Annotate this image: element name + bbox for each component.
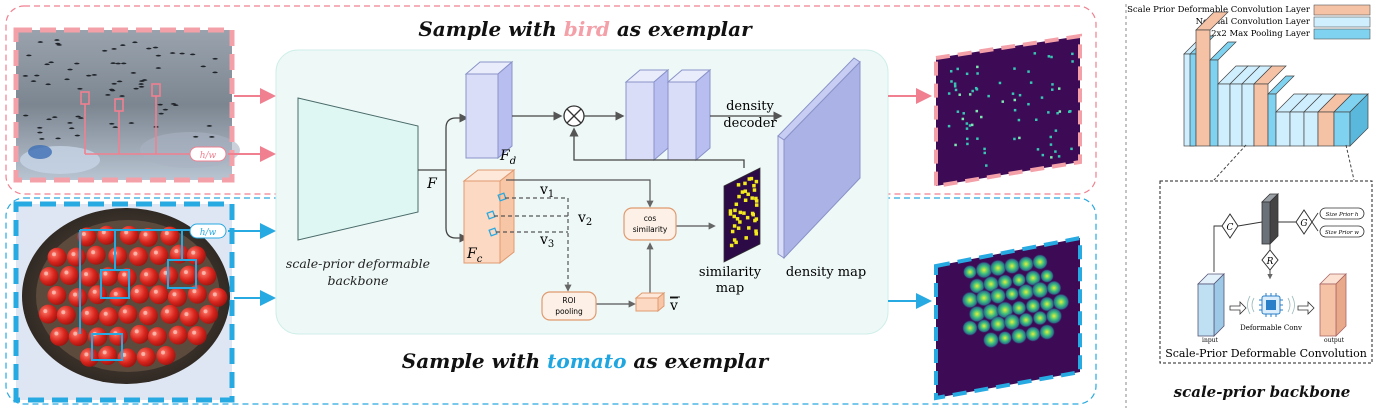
bird-sample-frame: [5, 5, 1097, 195]
inset-deform-label: Deformable Conv: [1240, 324, 1302, 332]
backbone-layer-stack: [1183, 11, 1369, 147]
inset-G: G: [1300, 219, 1307, 229]
feature-F-label: F: [426, 176, 438, 192]
inset-R: R: [1266, 257, 1274, 267]
decoder-block-1: [624, 68, 670, 162]
density-map-label: density map: [786, 265, 866, 280]
similarity-map-label-1: similarity: [699, 265, 762, 280]
inset-input-label: input: [1202, 337, 1218, 344]
side-caption: scale-prior backbone: [1174, 383, 1351, 401]
tomato-image: h/w: [13, 201, 235, 403]
inset-title: Scale-Prior Deformable Convolution: [1165, 347, 1367, 360]
legend-swatch-1: [1313, 4, 1371, 16]
feature-branch-lines: [418, 113, 469, 243]
roi-label-2: pooling: [555, 307, 583, 316]
bird-density-output: [934, 33, 1082, 189]
density-decoder-label-1: density: [726, 99, 774, 114]
cos-similarity-box: [623, 207, 677, 241]
scale-prior-deformable-inset: C G R Size Prior h Size Prior w input: [1159, 180, 1373, 364]
multiply-node: [563, 105, 585, 127]
tomato-hw-label: h/w: [200, 228, 217, 238]
top-title: Sample with bird as exemplar: [418, 17, 753, 41]
legend-label-3: 2x2 Max Pooling Layer: [1211, 29, 1311, 39]
density-decoder-label-2: decoder: [723, 116, 777, 131]
vbar-cube: [634, 291, 666, 313]
decoder-block-2: [666, 68, 712, 162]
vbar-label: v: [669, 298, 678, 314]
similarity-map-label-2: map: [716, 281, 744, 296]
inset-C: C: [1227, 223, 1234, 233]
tomato-density-output: [934, 235, 1082, 401]
inset-connector-left: [1213, 144, 1247, 181]
backbone-label-1: scale-prior deformable: [286, 256, 430, 271]
cos-label-1: cos: [644, 214, 657, 223]
v3-label: v3: [539, 232, 554, 250]
bottom-title: Sample with tomato as exemplar: [402, 349, 770, 373]
inset-size-h: Size Prior h: [1326, 212, 1359, 218]
legend-label-2: Normal Convolution Layer: [1196, 17, 1311, 27]
legend-swatch-3: [1313, 28, 1371, 40]
roi-label-1: ROI: [562, 296, 575, 305]
cos-label-2: similarity: [633, 225, 668, 234]
inset-output-label: output: [1324, 337, 1345, 344]
legend-label-1: Scale Prior Deformable Convolution Layer: [1127, 5, 1311, 15]
Fc-block: [462, 168, 516, 265]
model-panel: [275, 49, 889, 335]
prototype-lines: [494, 179, 716, 308]
bird-hw-label: h/w: [200, 151, 217, 161]
inset-size-w: Size Prior w: [1325, 230, 1359, 236]
similarity-feedback-line: [569, 127, 745, 168]
similarity-map: [723, 167, 761, 263]
Fd-block: [464, 60, 514, 160]
Fd-label: Fd: [499, 148, 516, 167]
density-map-plane: [777, 57, 861, 260]
v2-label: v2: [577, 210, 592, 228]
inset-connector-right: [1345, 144, 1355, 181]
roi-pooling-box: [541, 291, 597, 321]
deformable-conv-chip-icon: [1247, 293, 1295, 317]
bird-image: h/w: [13, 27, 240, 183]
backbone-label-2: backbone: [327, 273, 388, 288]
v1-label: v1: [539, 182, 554, 200]
legend-swatch-2: [1313, 16, 1371, 28]
backbone-trapezoid: [297, 97, 419, 241]
legend: Scale Prior Deformable Convolution Layer…: [1127, 4, 1371, 40]
Fc-label: Fc: [466, 246, 483, 265]
